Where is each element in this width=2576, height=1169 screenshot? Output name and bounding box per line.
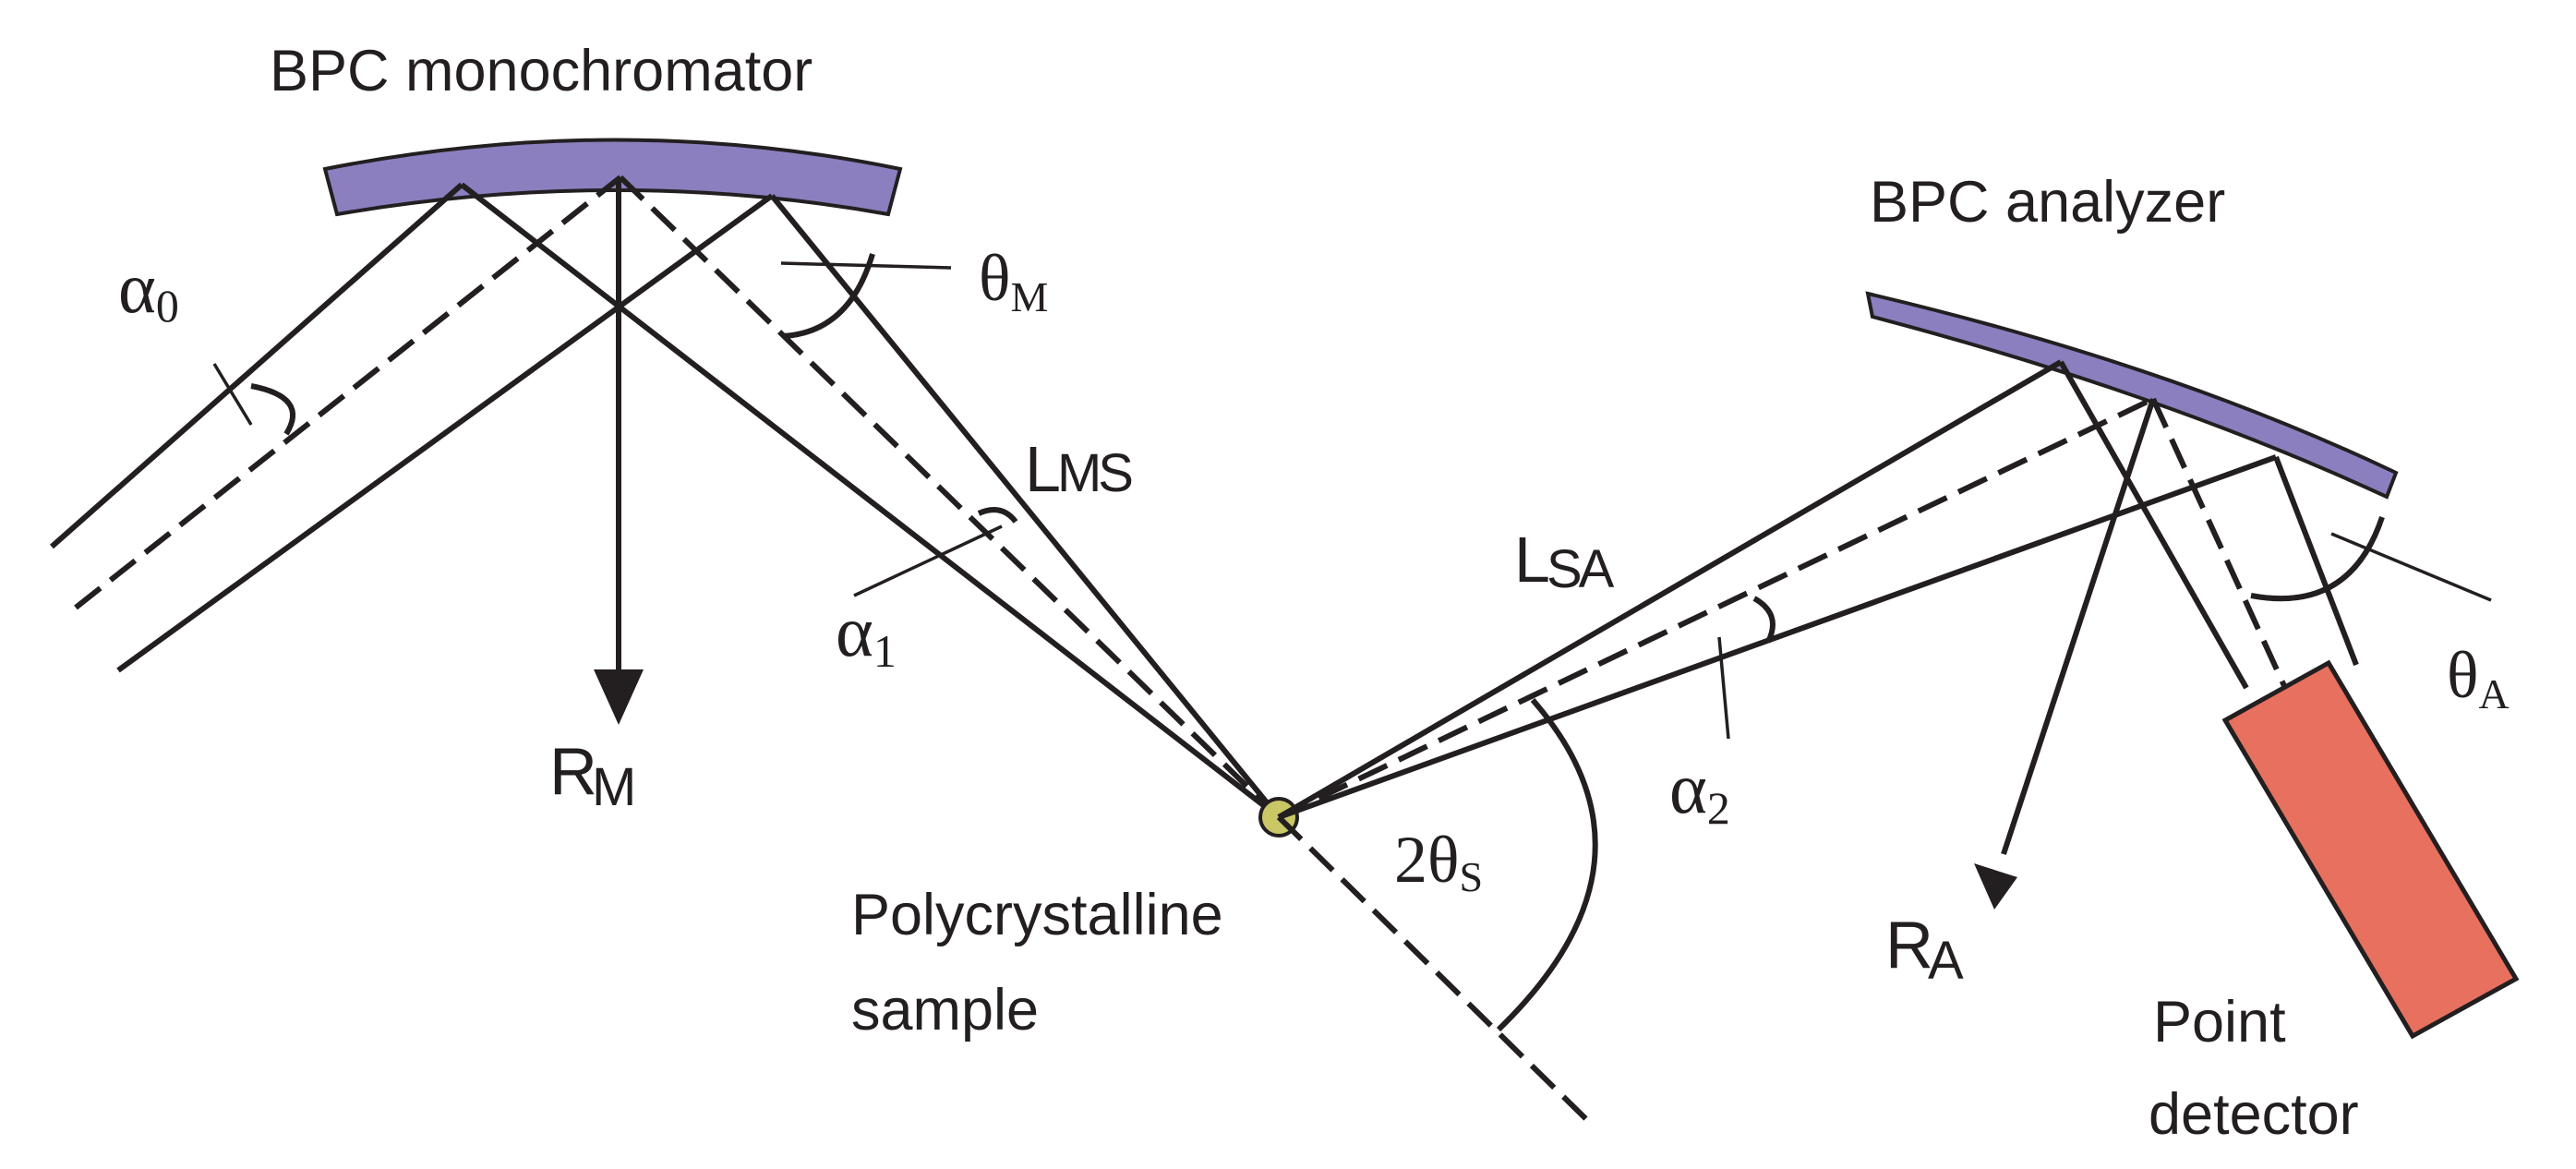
r-a-label: RA: [1885, 909, 1964, 991]
theta-m-label: θM: [979, 241, 1048, 320]
r-m-arrowhead: [594, 669, 644, 725]
two-theta-s-symbol: 2θ: [1394, 823, 1460, 897]
analyzer-crystal: [1865, 291, 2399, 500]
two-theta-s-label: 2θS: [1394, 823, 1483, 900]
incident-ray-lower: [116, 193, 774, 673]
incident-ray-upper: [50, 182, 463, 549]
alpha0-arc: [250, 383, 296, 436]
theta-m-symbol: θ: [979, 241, 1011, 315]
l-ms-label: LMS: [1025, 433, 1132, 505]
alpha1-subscript: 1: [873, 625, 897, 677]
l-sa-symbol: L: [1514, 524, 1548, 596]
mono-ray-to-sample-center: [618, 175, 1282, 820]
mono-ray-to-sample-1: [460, 182, 1281, 820]
sample-label-line1: Polycrystalline: [851, 883, 1223, 947]
monochromator-label: BPC monochromator: [270, 39, 813, 103]
analyzer-ray-to-detector-1: [2058, 360, 2249, 690]
point-detector: [2221, 659, 2520, 1040]
r-a-arrow-shaft: [2001, 398, 2156, 855]
r-a-subscript: A: [1928, 931, 1964, 991]
analyzer-ray-to-detector-2: [2273, 455, 2359, 667]
alpha2-label: α2: [1669, 748, 1730, 834]
alpha0-symbol: α: [118, 247, 156, 328]
alpha0-subscript: 0: [156, 280, 179, 331]
l-ms-subscript: MS: [1057, 443, 1132, 503]
r-m-subscript: M: [592, 757, 632, 817]
mono-ray-to-sample-2: [769, 194, 1282, 819]
theta-m-subscript: M: [1011, 273, 1049, 320]
theta-a-subscript: A: [2479, 670, 2510, 717]
direct-beam-continuation: [1276, 814, 1589, 1122]
l-sa-label: LSA: [1514, 524, 1615, 599]
alpha0-label: α0: [118, 247, 179, 331]
alpha2-arc: [1752, 596, 1776, 644]
detector-label-line2: detector: [2149, 1082, 2359, 1147]
theta-m-leader: [780, 261, 952, 270]
sample-ray-to-analyzer-center: [1277, 396, 2155, 820]
l-sa-subscript: SA: [1547, 539, 1615, 599]
alpha2-leader: [1717, 636, 1730, 740]
r-a-arrowhead: [1974, 863, 2017, 910]
alpha1-leader: [853, 524, 1003, 597]
theta-a-symbol: θ: [2447, 638, 2479, 712]
analyzer-label: BPC analyzer: [1870, 170, 2225, 235]
l-ms-symbol: L: [1025, 433, 1059, 505]
r-a-symbol: R: [1885, 909, 1931, 982]
two-theta-s-arc: [1496, 698, 1598, 1032]
monochromator-crystal: [322, 138, 903, 217]
sample-ray-to-analyzer-1: [1277, 359, 2063, 820]
sample-ray-to-analyzer-2: [1277, 454, 2278, 820]
alpha1-label: α1: [836, 591, 897, 677]
r-m-symbol: R: [549, 735, 595, 809]
alpha1-arc: [977, 507, 1018, 524]
theta-a-label: θA: [2447, 638, 2510, 717]
r-m-label: RM: [549, 735, 632, 817]
detector-label-line1: Point: [2153, 990, 2286, 1055]
alpha1-symbol: α: [836, 591, 873, 671]
alpha0-leader: [212, 363, 253, 426]
theta-a-leader: [2330, 532, 2492, 602]
alpha2-symbol: α: [1669, 748, 1707, 828]
sample-label-line2: sample: [851, 978, 1039, 1042]
theta-a-arc: [2250, 516, 2385, 602]
two-theta-s-subscript: S: [1460, 853, 1484, 900]
theta-m-arc: [782, 253, 875, 339]
incident-ray-center: [74, 175, 622, 610]
analyzer-ray-to-detector-center: [2150, 397, 2288, 690]
alpha2-subscript: 2: [1707, 782, 1730, 834]
